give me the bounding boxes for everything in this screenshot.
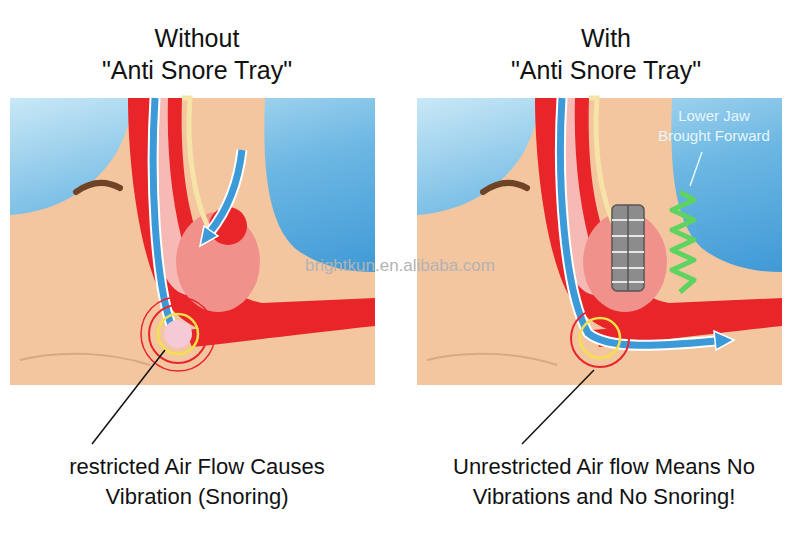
drawing-part [141, 297, 215, 371]
label-holder: Lower Jaw Brought Forward [658, 106, 770, 145]
leader-line [92, 350, 165, 444]
drawing-part [210, 150, 242, 232]
label-holder: restricted Air Flow Causes Vibration (Sn… [69, 452, 325, 512]
label-holder: With "Anti Snore Tray" [511, 22, 701, 86]
caption-text: restricted Air Flow Causes Vibration (Sn… [69, 452, 325, 512]
lower-jaw-spring [672, 192, 694, 292]
panel-title: Without "Anti Snore Tray" [102, 22, 292, 86]
drawing-part [149, 305, 207, 363]
drawing-part [164, 320, 192, 348]
leader-line [690, 152, 702, 186]
watermark: brightkun.en.alibaba.com [305, 256, 495, 276]
drawing-part [153, 98, 172, 328]
head-profile [10, 98, 375, 385]
drawing-part [714, 331, 734, 350]
vibration-rings [141, 297, 215, 371]
label-holder: Without "Anti Snore Tray" [102, 22, 292, 86]
caption-text: Unrestricted Air flow Means No Vibration… [453, 452, 755, 512]
anti-snore-tray [612, 205, 644, 291]
drawing-part [612, 205, 644, 291]
label-holder: Unrestricted Air flow Means No Vibration… [453, 452, 755, 512]
drawing-part [200, 226, 218, 246]
drawing-part [571, 309, 629, 367]
drawing-part [210, 150, 242, 232]
label-holder: brightkun.en.alibaba.com [305, 256, 495, 276]
leader-line [522, 370, 594, 444]
drawing-part [627, 205, 629, 291]
drawing-part [153, 98, 172, 328]
panel-title: With "Anti Snore Tray" [511, 22, 701, 86]
calm-rings [571, 309, 629, 367]
drawing-part [580, 318, 620, 358]
air-flow [153, 98, 242, 328]
callout-label: Lower Jaw Brought Forward [658, 106, 770, 145]
drawing-part [158, 314, 198, 354]
head-profile [417, 98, 782, 385]
